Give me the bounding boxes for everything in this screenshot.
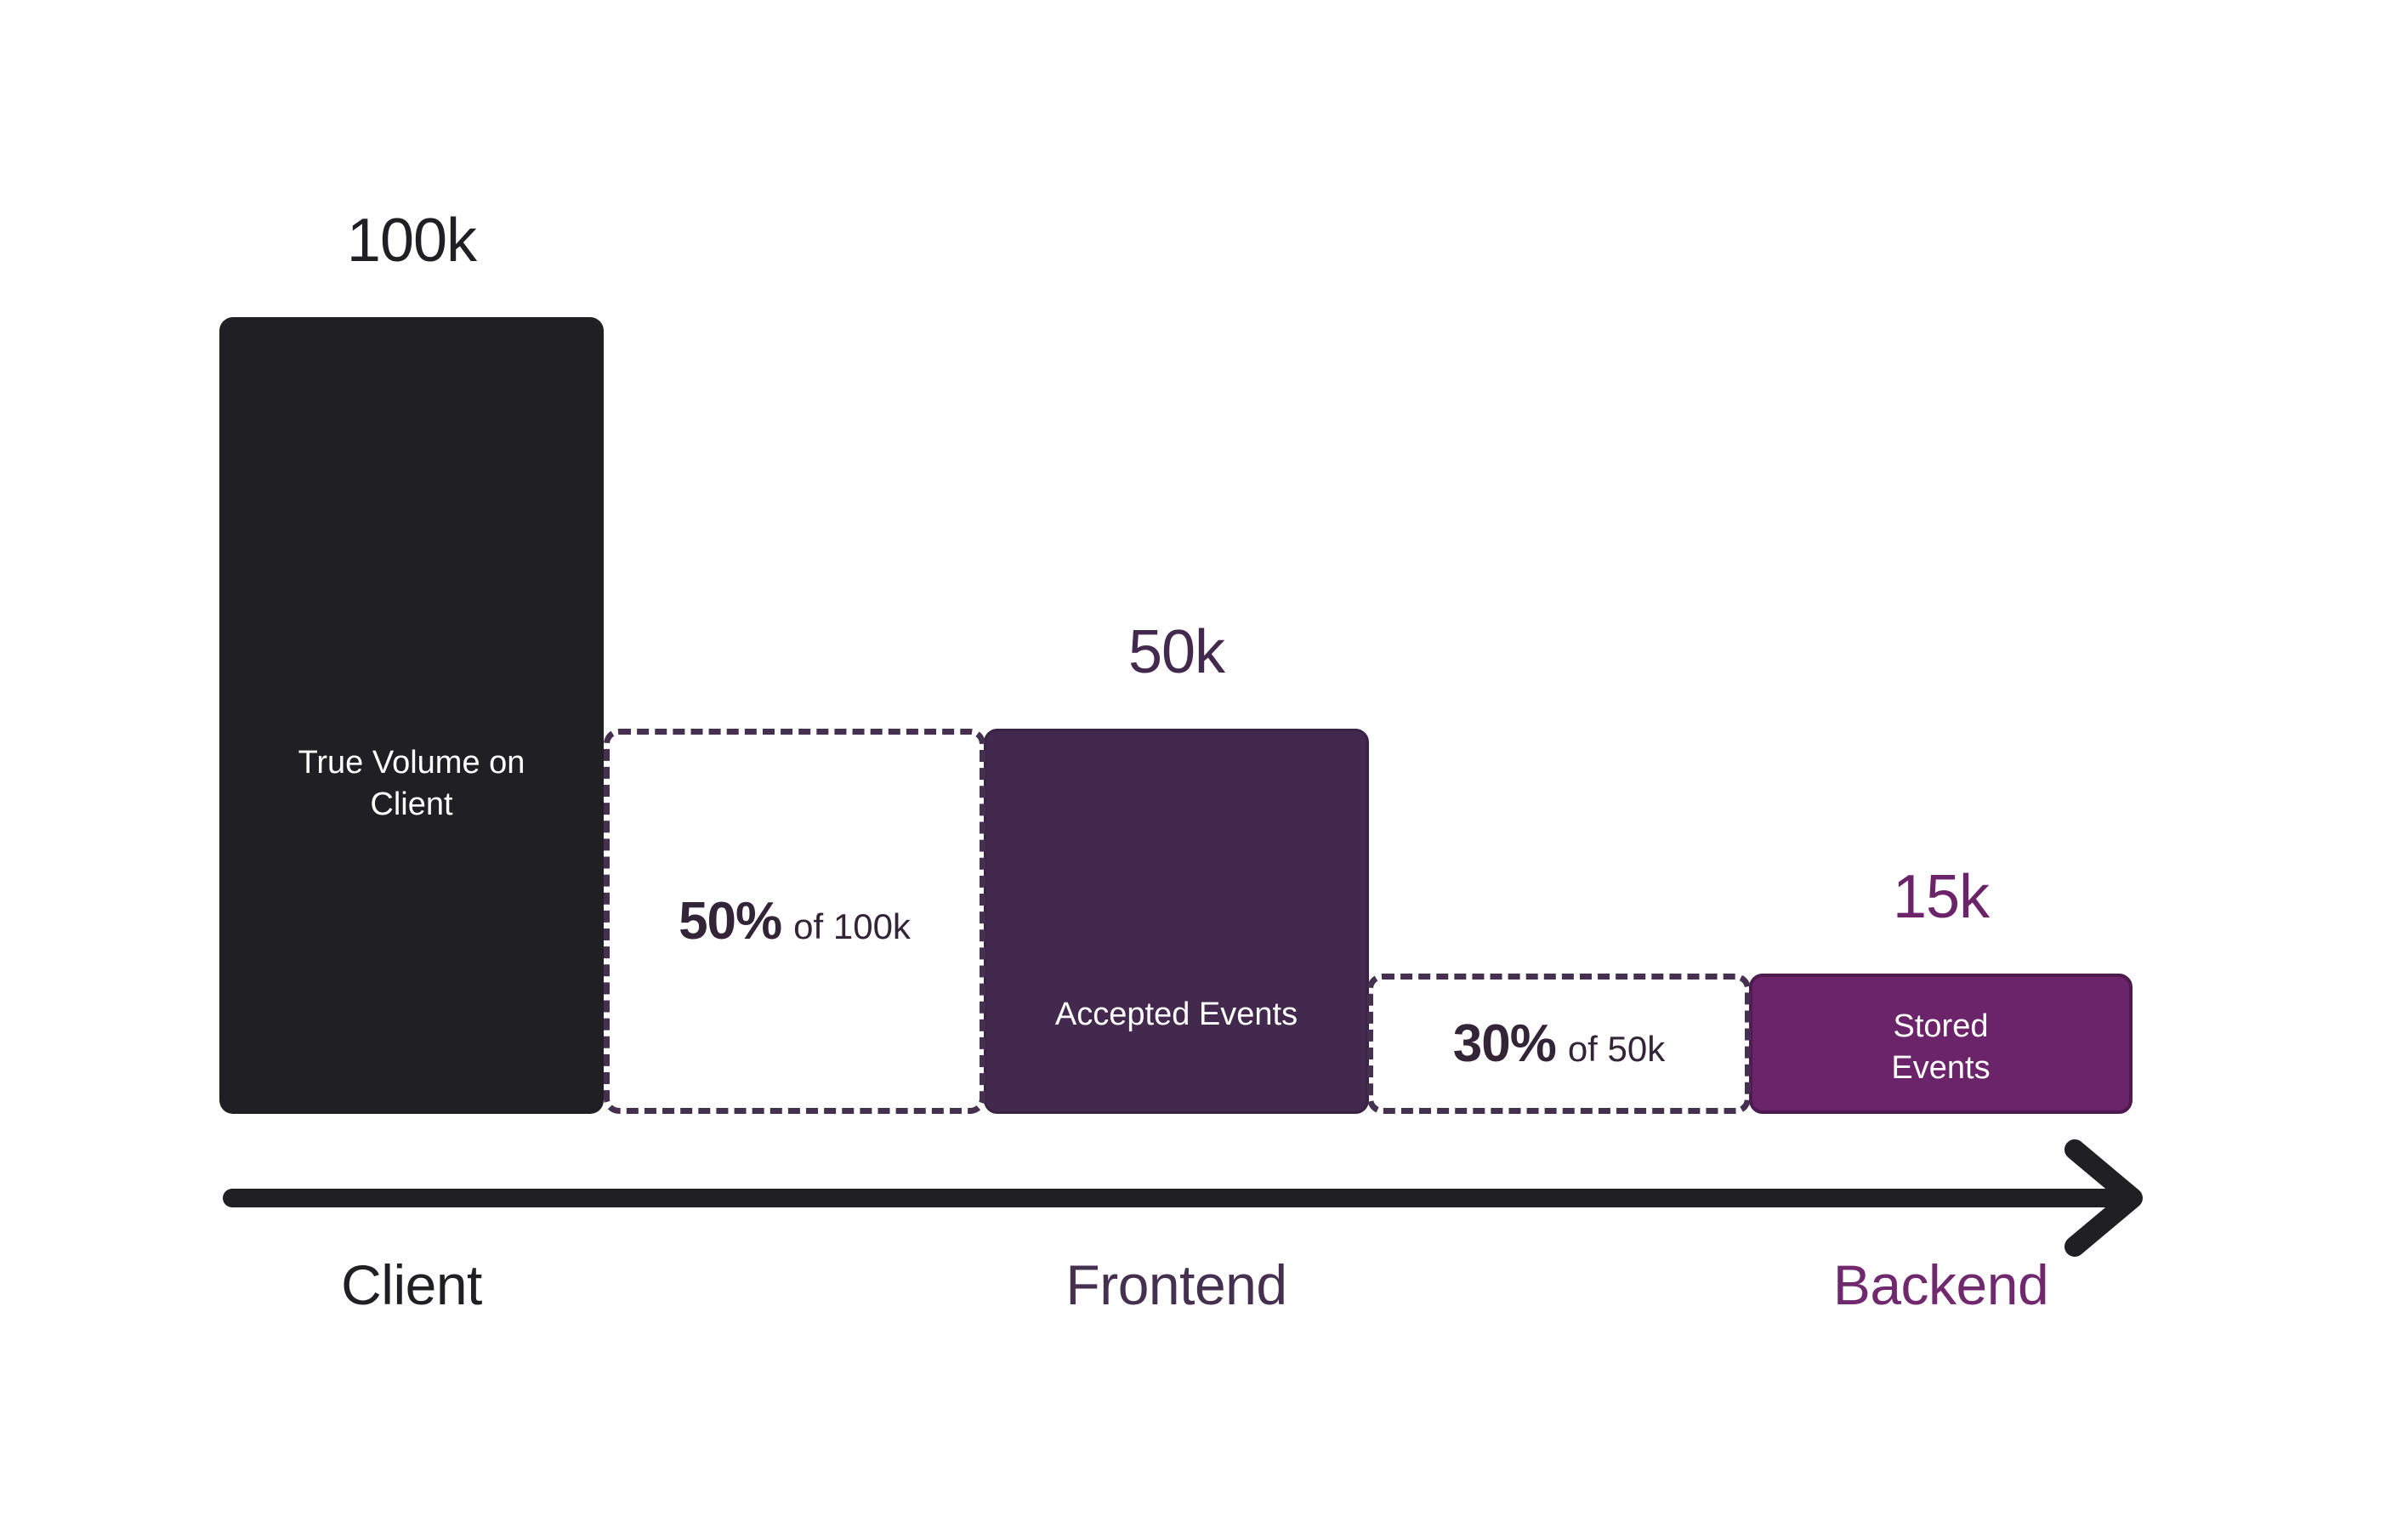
value-label-frontend: 50k (1127, 618, 1225, 686)
dropoff-box-client-to-frontend: 50% of 100k (604, 729, 985, 1114)
bar-frontend: Accepted Events (984, 729, 1369, 1114)
dropoff-percent-1: 50% (679, 891, 782, 951)
bar-backend-label: Stored Events (1891, 1008, 1991, 1086)
bar-client: True Volume on Client (219, 317, 604, 1114)
axis-line (223, 1189, 2121, 1207)
bar-client-label: True Volume on Client (298, 744, 525, 822)
dropoff-percent-2: 30% (1452, 1014, 1557, 1073)
stage-label-client: Client (341, 1253, 482, 1316)
bar-frontend-label: Accepted Events (1054, 997, 1298, 1033)
dropoff-of-1: of 100k (793, 906, 911, 946)
stage-label-frontend: Frontend (1065, 1253, 1287, 1316)
value-label-client: 100k (346, 207, 477, 275)
dropoff-text-1: 50% of 100k (679, 891, 911, 951)
arrow-right-icon (2064, 1139, 2143, 1257)
value-label-backend: 15k (1892, 863, 1990, 931)
stage-label-backend: Backend (1832, 1253, 2049, 1316)
bar-backend: Stored Events (1749, 974, 2133, 1114)
dropoff-of-2: of 50k (1567, 1028, 1666, 1069)
dropoff-text-2: 30% of 50k (1452, 1014, 1666, 1073)
dropoff-box-frontend-to-backend: 30% of 50k (1367, 974, 1751, 1114)
